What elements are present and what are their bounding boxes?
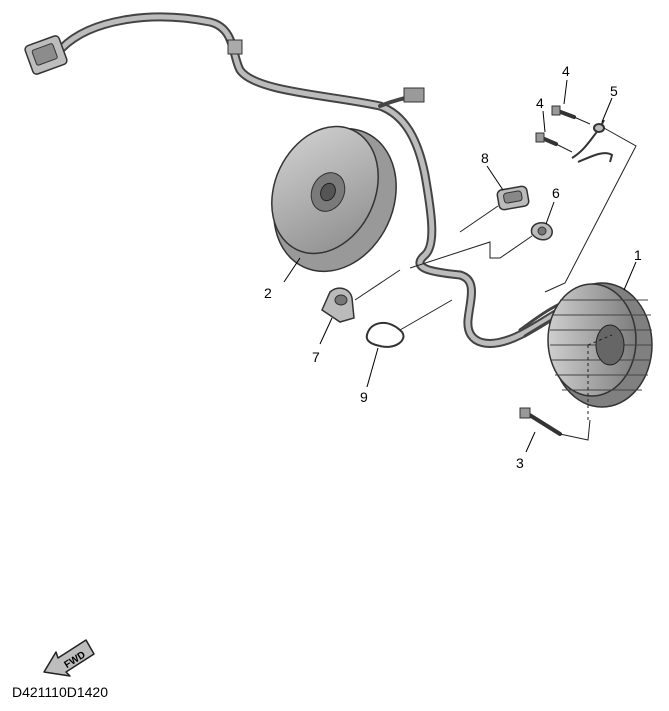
clamp-6 — [530, 222, 553, 241]
fwd-arrow-icon: FWD — [43, 639, 95, 677]
callout-8: 8 — [481, 150, 489, 166]
leader-lines — [283, 79, 637, 453]
callout-1: 1 — [634, 247, 642, 263]
branch-connector — [403, 87, 425, 103]
stator-assembly — [547, 282, 653, 408]
screw-4a — [551, 105, 576, 119]
callout-3: 3 — [516, 455, 524, 471]
clamp-8 — [496, 185, 530, 211]
screw-4b — [535, 132, 558, 146]
holder-5 — [571, 119, 614, 163]
diagram-code: D421110D1420 — [12, 684, 109, 700]
wire-connector — [24, 35, 68, 75]
reference-lines — [354, 116, 637, 441]
callout-6: 6 — [552, 185, 560, 201]
callout-4b: 4 — [536, 95, 544, 111]
bolt-3 — [519, 407, 562, 436]
clamp-7 — [321, 287, 355, 323]
callout-7: 7 — [312, 349, 320, 365]
rotor-flywheel — [271, 125, 397, 273]
callout-4a: 4 — [562, 63, 570, 79]
callout-5: 5 — [610, 83, 618, 99]
harness-clip — [227, 39, 243, 55]
callout-2: 2 — [264, 285, 272, 301]
wire-band-9 — [365, 322, 405, 348]
callout-9: 9 — [360, 389, 368, 405]
callout-numbers: 1 2 3 4 4 5 6 7 8 9 — [264, 63, 642, 471]
